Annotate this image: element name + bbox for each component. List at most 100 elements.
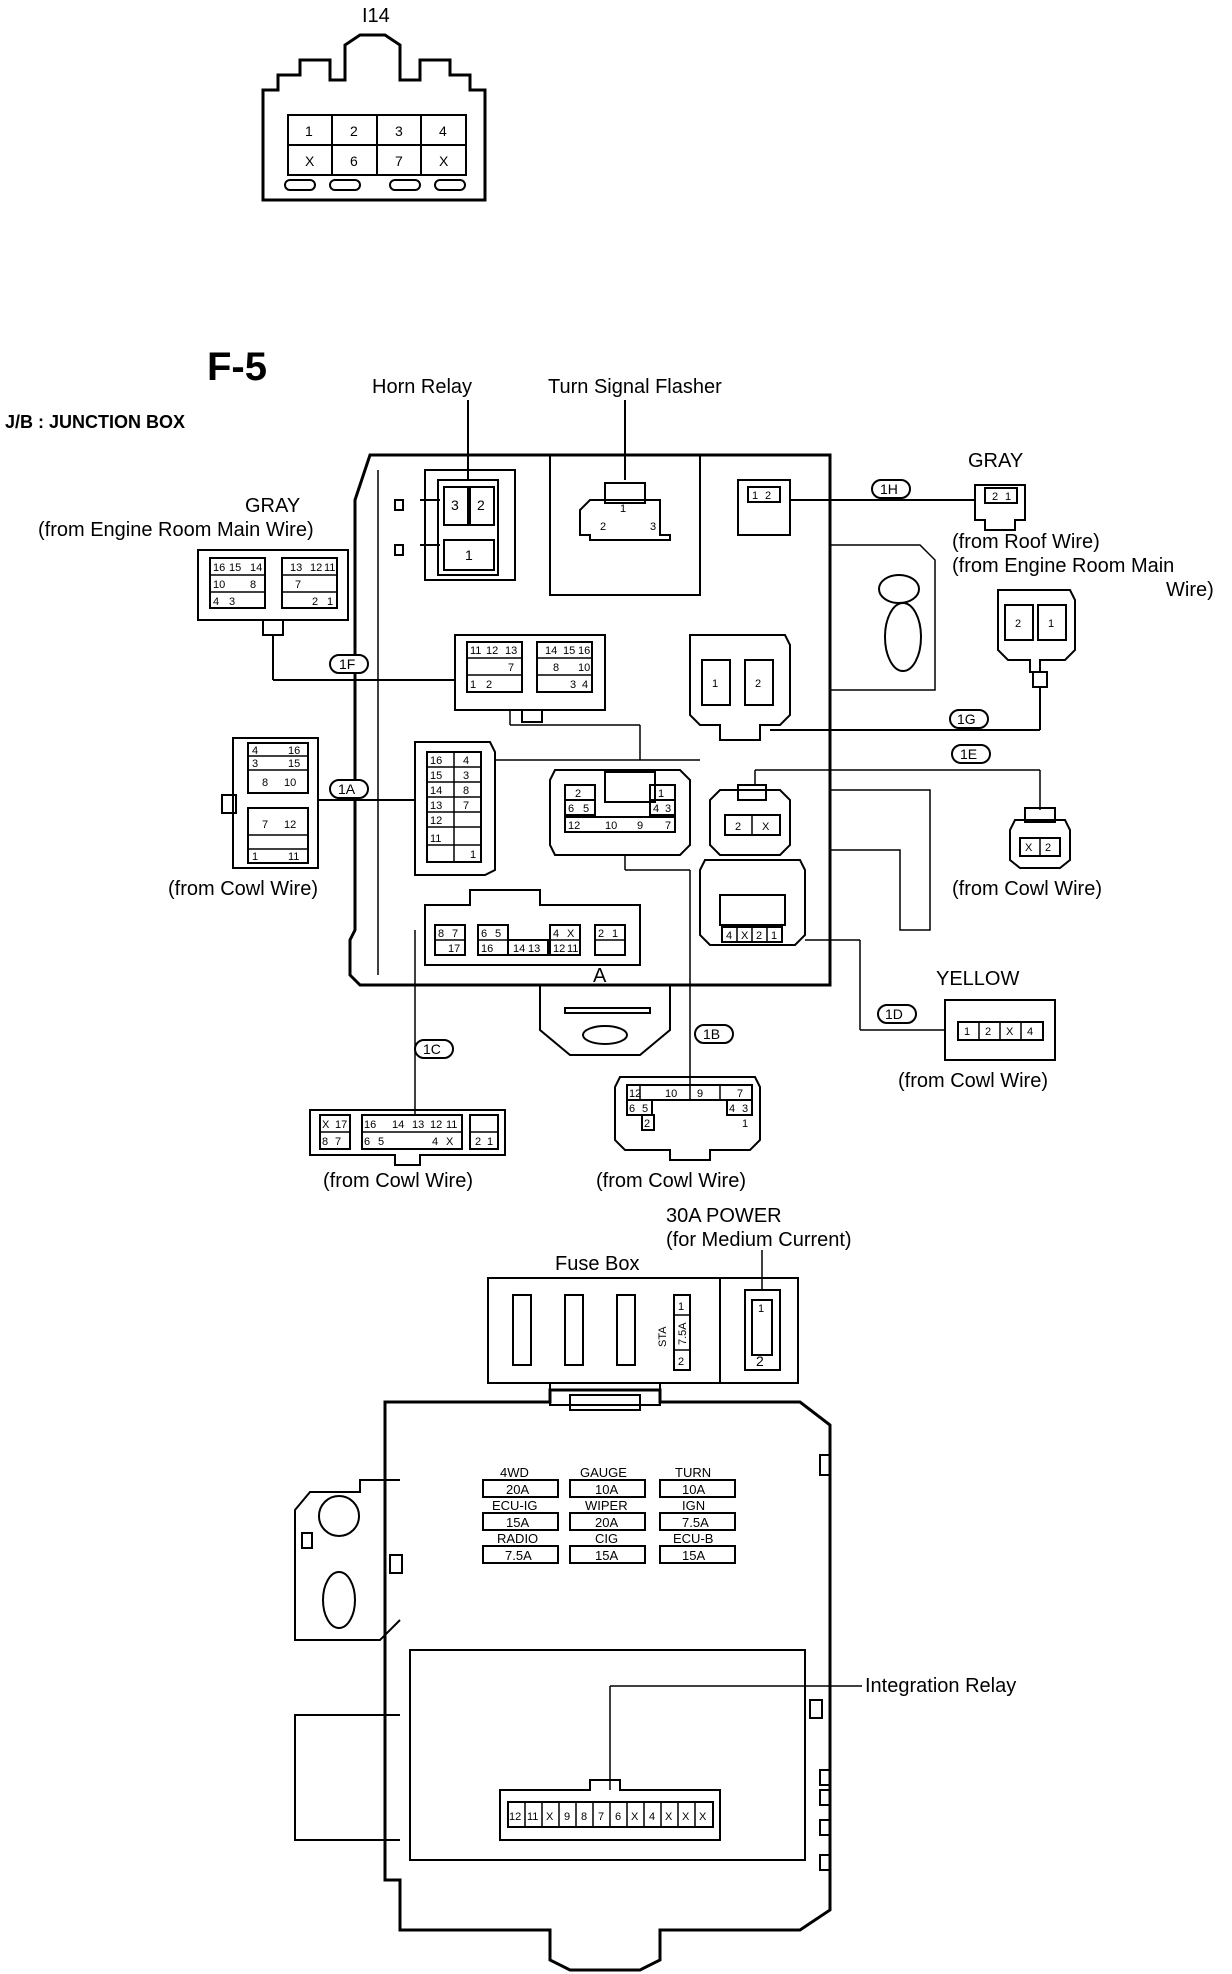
c1b-jb-pin: 5: [583, 803, 589, 815]
c1c-jb-pin: 12: [553, 943, 565, 955]
gray-left-pin: 10: [213, 579, 225, 591]
integration-relay-pin: 12: [509, 1811, 521, 1823]
fuse-rating: 15A: [682, 1548, 705, 1563]
c1d-jb-pin: 2: [756, 930, 762, 942]
fuse-grid: 4WD 20A GAUGE 10A TURN 10A ECU-IG 15A WI…: [482, 1465, 736, 1564]
connector-1e-jb: 2 X: [709, 769, 1041, 856]
integration-relay-pin: 11: [527, 1811, 538, 1823]
connector-1a-jb: 16 4 15 3 14 8 13 7 12 11 1: [414, 741, 496, 876]
fuse-name: CIG: [595, 1531, 618, 1546]
gray-left-pin: 2: [312, 596, 318, 608]
integration-relay: Integration Relay 12 11 X 9 8 7 6 X 4 X …: [499, 1675, 1016, 1841]
c1c-side-pin: 11: [446, 1119, 457, 1131]
f5-title: F-5: [207, 345, 267, 389]
tag-1a-text: 1A: [338, 781, 356, 797]
c1b-side-pin: 5: [642, 1103, 648, 1115]
c1b-side-pin: 7: [737, 1088, 743, 1100]
connector-i14: I14 1 2 3 4 X 6 7 X: [261, 5, 487, 202]
c1c-jb-pin: 17: [448, 943, 460, 955]
from-roof-wire-label: (from Roof Wire): [952, 531, 1100, 553]
c1c-side-pin: 12: [430, 1119, 442, 1131]
c1e-side-pin: X: [1025, 842, 1033, 854]
c1a-side-pin: 16: [288, 745, 300, 757]
sta-rating: 7.5A: [677, 1322, 689, 1345]
c1c-side-pin: 2: [475, 1136, 481, 1148]
c1d-jb-pin: X: [741, 930, 749, 942]
c1a-jb-pin: 15: [430, 770, 442, 782]
tag-1d-text: 1D: [885, 1006, 903, 1022]
c1d-jb-pin: 1: [771, 930, 777, 942]
i14-pin: 6: [350, 153, 358, 169]
c1a-jb-pin: 8: [463, 785, 469, 797]
power-30a-sublabel: (for Medium Current): [666, 1229, 852, 1251]
engine-right-pin: 2: [1015, 618, 1021, 630]
fuse-rating: 10A: [682, 1482, 705, 1497]
tag-1a: 1A: [329, 779, 369, 799]
c1a-jb-pin: 1: [470, 849, 476, 861]
c1f-pin: 16: [578, 645, 590, 657]
f5-subtitle: J/B : JUNCTION BOX: [5, 412, 185, 432]
c1b-jb-pin: 6: [568, 803, 574, 815]
c1c-jb-pin: 14: [513, 943, 525, 955]
turn-signal-flasher-label: Turn Signal Flasher: [548, 376, 722, 398]
connector-1f-jb: 11 12 13 14 15 16 7 8 10 1 2 3 4: [454, 634, 606, 723]
c1a-jb-pin: 12: [430, 815, 442, 827]
sta-pin: 2: [678, 1356, 684, 1368]
c1b-side-pin: 2: [644, 1118, 650, 1130]
connector-1g-jb: 1 2: [689, 634, 791, 741]
c1c-side-pin: 13: [412, 1119, 424, 1131]
i14-pin: X: [305, 153, 315, 169]
connector-1d-jb: 4 X 2 1: [699, 859, 945, 1031]
fuse-name: GAUGE: [580, 1465, 627, 1480]
fuse-box-label: Fuse Box: [555, 1253, 639, 1275]
tag-1c: 1C: [414, 1039, 454, 1059]
connector-1b-side: 12 10 9 7 6 5 4 3 2 1: [614, 1076, 761, 1161]
fuse-box-top: 1 2 STA 7.5A 1 2: [487, 1250, 799, 1384]
fuse-rating: 20A: [595, 1515, 618, 1530]
fuse-rating: 15A: [506, 1515, 529, 1530]
c1c-side-pin: X: [322, 1119, 330, 1131]
flasher-pin: 3: [650, 521, 656, 533]
i14-pin: 7: [395, 153, 403, 169]
gray-left-pin: 8: [250, 579, 256, 591]
turn-signal-flasher: 2 1 3: [549, 400, 701, 596]
gray-left-pin: 4: [213, 596, 219, 608]
connector-gray-left: GRAY (from Engine Room Main Wire) 16 15 …: [38, 495, 455, 681]
c1c-side-pin: 7: [335, 1136, 341, 1148]
flasher-pin: 1: [620, 503, 626, 515]
c1b-jb-pin: 10: [605, 820, 617, 832]
c1c-jb-pin: X: [567, 928, 575, 940]
c1h-pin: 1: [752, 490, 758, 502]
integration-relay-pin: 4: [649, 1811, 655, 1823]
c1b-jb-pin: 3: [665, 803, 671, 815]
gray-left-pin: 14: [250, 562, 262, 574]
c1b-jb-pin: 4: [653, 803, 659, 815]
sta-pin: 1: [678, 1301, 684, 1313]
gray-left-pin: 11: [324, 562, 335, 574]
from-cowl-wire-1d-label: (from Cowl Wire): [898, 1070, 1048, 1092]
c1b-side-pin: 10: [665, 1088, 677, 1100]
c1c-side-pin: X: [446, 1136, 454, 1148]
c1b-side-pin: 6: [629, 1103, 635, 1115]
c1c-side-pin: 17: [335, 1119, 347, 1131]
c1a-side-pin: 10: [284, 777, 296, 789]
integration-relay-pin: X: [699, 1811, 707, 1823]
c1d-jb-pin: 4: [726, 930, 732, 942]
from-engine-room-main-left-label: (from Engine Room Main Wire): [38, 519, 314, 541]
c1b-side-pin: 3: [742, 1103, 748, 1115]
c1c-side-pin: 1: [487, 1136, 493, 1148]
integration-relay-pin: 9: [564, 1811, 570, 1823]
connector-1b-jb: 2 1 6 5 4 3 12 10 9 7: [549, 769, 691, 1100]
c1c-jb-pin: 5: [495, 928, 501, 940]
c1c-jb-pin: 4: [553, 928, 559, 940]
c1c-side-pin: 4: [432, 1136, 438, 1148]
tag-1g: 1G: [949, 709, 989, 729]
c1a-jb-pin: 14: [430, 785, 442, 797]
i14-pin: X: [439, 153, 449, 169]
c1c-jb-pin: 2: [598, 928, 604, 940]
c1f-pin: 15: [563, 645, 575, 657]
c1f-pin: 2: [486, 679, 492, 691]
horn-relay: 3 2 1: [424, 400, 516, 581]
c1c-side-pin: 14: [392, 1119, 404, 1131]
